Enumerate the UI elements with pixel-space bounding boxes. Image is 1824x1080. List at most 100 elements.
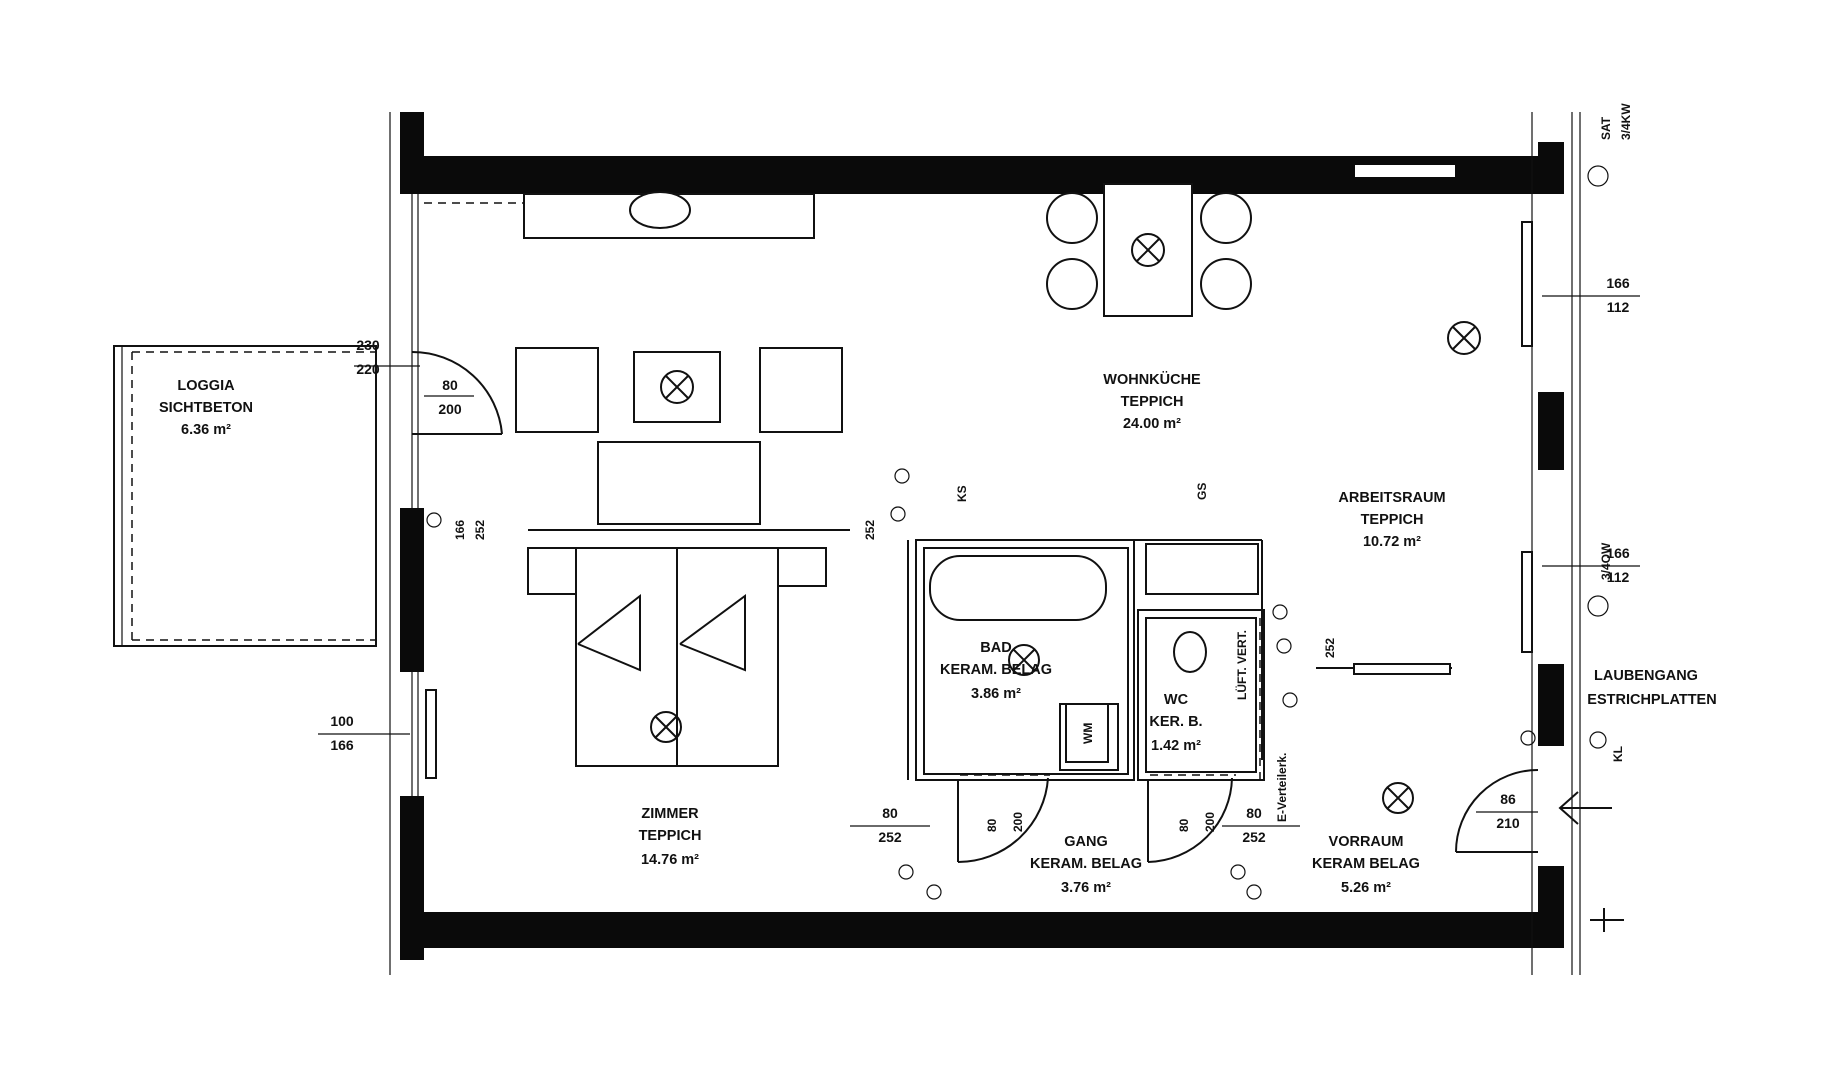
dining-chair	[1200, 258, 1252, 310]
dim-bad-door-left-top: 80	[882, 805, 898, 821]
room-area: 5.26 m²	[1341, 880, 1391, 896]
dining-chair	[1046, 192, 1098, 244]
socket-icon	[1272, 604, 1288, 620]
living-set	[515, 347, 843, 525]
bathtub	[929, 555, 1107, 621]
room-name: VORRAUM	[1329, 834, 1404, 850]
loggia	[113, 345, 377, 647]
dim-bad-door-left-bottom: 252	[878, 829, 902, 845]
room-label-arbeitsraum: ARBEITSRAUM TEPPICH 10.72 m²	[1338, 490, 1445, 550]
doors	[411, 350, 1539, 864]
room-label-laubengang: LAUBENGANG ESTRICHPLATTEN	[1587, 668, 1716, 708]
dim-balcony-door-bottom: 200	[438, 401, 462, 417]
toilet	[1173, 631, 1207, 673]
kitchen	[424, 191, 815, 239]
room-finish: KER. B.	[1149, 714, 1202, 730]
room-name: LOGGIA	[177, 378, 235, 394]
room-label-bad: BAD KERAM. BELAG 3.86 m²	[940, 640, 1052, 702]
dim-west-window-bottom: 166	[330, 737, 354, 753]
room-finish: KERAM. BELAG	[940, 662, 1052, 678]
wall-east-pier-a	[1538, 392, 1564, 470]
kl-label: KL	[1611, 746, 1625, 762]
kw-label: 3/4KW	[1619, 103, 1633, 140]
coffee-table	[633, 351, 721, 423]
dining-chair	[1200, 192, 1252, 244]
room-finish: KERAM BELAG	[1312, 856, 1420, 872]
kitchen-sink	[629, 191, 691, 229]
dim-wc-door-top: 80	[1246, 805, 1262, 821]
dim-east-window-mid-bottom: 112	[1607, 569, 1630, 585]
wall-east-top-pier	[1538, 142, 1564, 194]
socket-icon	[1589, 731, 1607, 749]
ceiling-light-icon	[1447, 321, 1481, 355]
socket-icon	[1520, 730, 1536, 746]
ground-symbol-icon	[1590, 908, 1624, 932]
dining-chair	[1046, 258, 1098, 310]
entrance-door-leaf	[1353, 663, 1451, 675]
wall-east-pier-c	[1538, 866, 1564, 946]
room-finish: TEPPICH	[1121, 394, 1184, 410]
room-label-gang: GANG KERAM. BELAG 3.76 m²	[1030, 834, 1142, 896]
socket-icon	[1282, 692, 1298, 708]
wc-shaft	[1145, 543, 1259, 595]
wall-north-vent-gap	[1355, 165, 1455, 177]
socket-icons	[426, 165, 1609, 900]
dim-gang-door-b-bottom: 200	[1203, 812, 1217, 832]
inner-partitions	[907, 539, 1452, 780]
dim-east-window-top: 166	[1606, 275, 1630, 291]
room-label-zimmer: ZIMMER TEPPICH 14.76 m²	[639, 806, 702, 868]
wall-south	[400, 912, 1564, 948]
wc-walls	[1137, 609, 1265, 781]
double-bed	[527, 547, 827, 767]
east-facade	[1521, 112, 1581, 975]
room-name: WOHNKÜCHE	[1103, 371, 1201, 388]
room-name: GANG	[1064, 834, 1108, 850]
room-area: 3.86 m²	[971, 686, 1021, 702]
ceiling-light-icon	[1008, 644, 1040, 676]
symbol-labels: WM KL KS GS E-Verteilerk. SAT 3/4KW 3/4O…	[955, 103, 1633, 822]
loggia-outline	[113, 345, 377, 647]
wall-west-mid-pier	[400, 508, 424, 672]
dim-east-window-mid-top: 166	[1606, 545, 1630, 561]
room-finish: ESTRICHPLATTEN	[1587, 692, 1716, 708]
east-window-sill-top	[1521, 221, 1533, 347]
wc	[1137, 543, 1265, 781]
room-label-loggia: LOGGIA SICHTBETON 6.36 m²	[159, 378, 253, 438]
dim-east-window-bottom: 112	[1607, 299, 1630, 315]
dimension-labels: 230 220 80 200 166 112 166 112 100 166 8…	[330, 275, 1630, 845]
room-label-vorraum: VORRAUM KERAM BELAG 5.26 m²	[1312, 834, 1420, 896]
room-name: ZIMMER	[641, 806, 699, 822]
e-verteiler-label: E-Verteilerk.	[1275, 753, 1289, 822]
ceiling-light-icon	[1382, 782, 1414, 814]
dim-loggia-door-bottom: 220	[356, 361, 380, 377]
room-area: 14.76 m²	[641, 852, 699, 868]
room-area: 6.36 m²	[181, 422, 231, 438]
washing-machine	[1065, 703, 1109, 763]
gs-label: GS	[1195, 483, 1209, 500]
wm-label: WM	[1081, 723, 1095, 744]
room-area: 1.42 m²	[1151, 738, 1201, 754]
room-name: BAD	[980, 640, 1011, 656]
nightstand	[777, 547, 827, 587]
dim-entrance-door-bottom: 210	[1496, 815, 1520, 831]
socket-icon	[1230, 864, 1246, 880]
dimension-lines	[318, 295, 1640, 827]
socket-icon	[426, 512, 442, 528]
room-name: ARBEITSRAUM	[1338, 490, 1445, 506]
ceiling-light-icon	[1131, 233, 1165, 267]
wc-door-swing	[1147, 777, 1233, 863]
bad-door-swing	[957, 777, 1049, 864]
dim-gang-door-b-top: 80	[1177, 818, 1191, 832]
dim-balcony-door-top: 80	[442, 377, 458, 393]
entrance-arrow-icon	[1558, 791, 1612, 825]
dim-west-window-top: 100	[330, 713, 354, 729]
entrance-door-swing	[1455, 769, 1539, 853]
sofa	[597, 441, 761, 525]
socket-icon	[898, 864, 914, 880]
room-finish: TEPPICH	[639, 828, 702, 844]
socket-icon	[1246, 884, 1262, 900]
wall-east-pier-b	[1538, 664, 1564, 746]
room-label-wc: WC KER. B. 1.42 m²	[1149, 692, 1202, 754]
room-label-wohnkueche: WOHNKÜCHE TEPPICH 24.00 m²	[1103, 371, 1201, 432]
